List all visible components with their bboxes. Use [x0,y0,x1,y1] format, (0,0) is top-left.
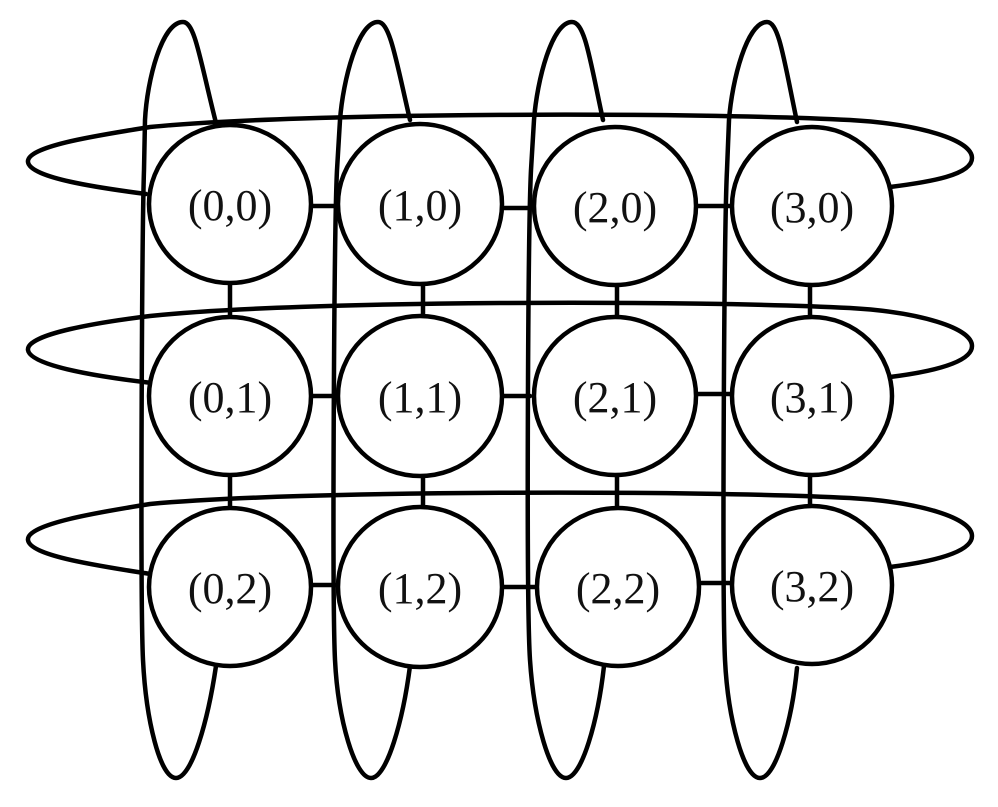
column-wrap-link-1 [331,19,413,781]
node-label: (3,2) [770,562,854,611]
node-label: (1,2) [378,564,462,613]
node-label: (2,0) [573,183,657,232]
node-3-2: (3,2) [729,503,895,667]
column-wrap-link-0 [139,19,219,781]
node-label: (0,0) [188,181,272,230]
node-label: (2,2) [576,564,660,613]
node-2-2: (2,2) [534,505,702,669]
node-1-0: (1,0) [335,121,505,287]
node-label: (3,0) [770,183,854,232]
row-wrap-link-1 [25,300,975,386]
node-1-1: (1,1) [335,313,505,479]
node-0-0: (0,0) [146,122,314,286]
node-label: (1,1) [378,373,462,422]
column-wrap-link-3 [721,19,800,781]
node-2-0: (2,0) [531,124,699,288]
node-2-1: (2,1) [531,314,699,478]
node-3-1: (3,1) [729,314,895,478]
row-wrap-link-0 [25,112,975,197]
node-0-2: (0,2) [146,505,314,669]
node-label: (0,1) [188,373,272,422]
row-wrap-link-2 [25,490,975,577]
node-1-2: (1,2) [335,504,505,670]
node-label: (2,1) [573,373,657,422]
node-label: (0,2) [188,564,272,613]
node-3-0: (3,0) [729,124,895,288]
node-label: (1,0) [378,181,462,230]
node-label: (3,1) [770,373,854,422]
column-wrap-link-2 [525,19,607,781]
node-0-1: (0,1) [146,314,314,478]
